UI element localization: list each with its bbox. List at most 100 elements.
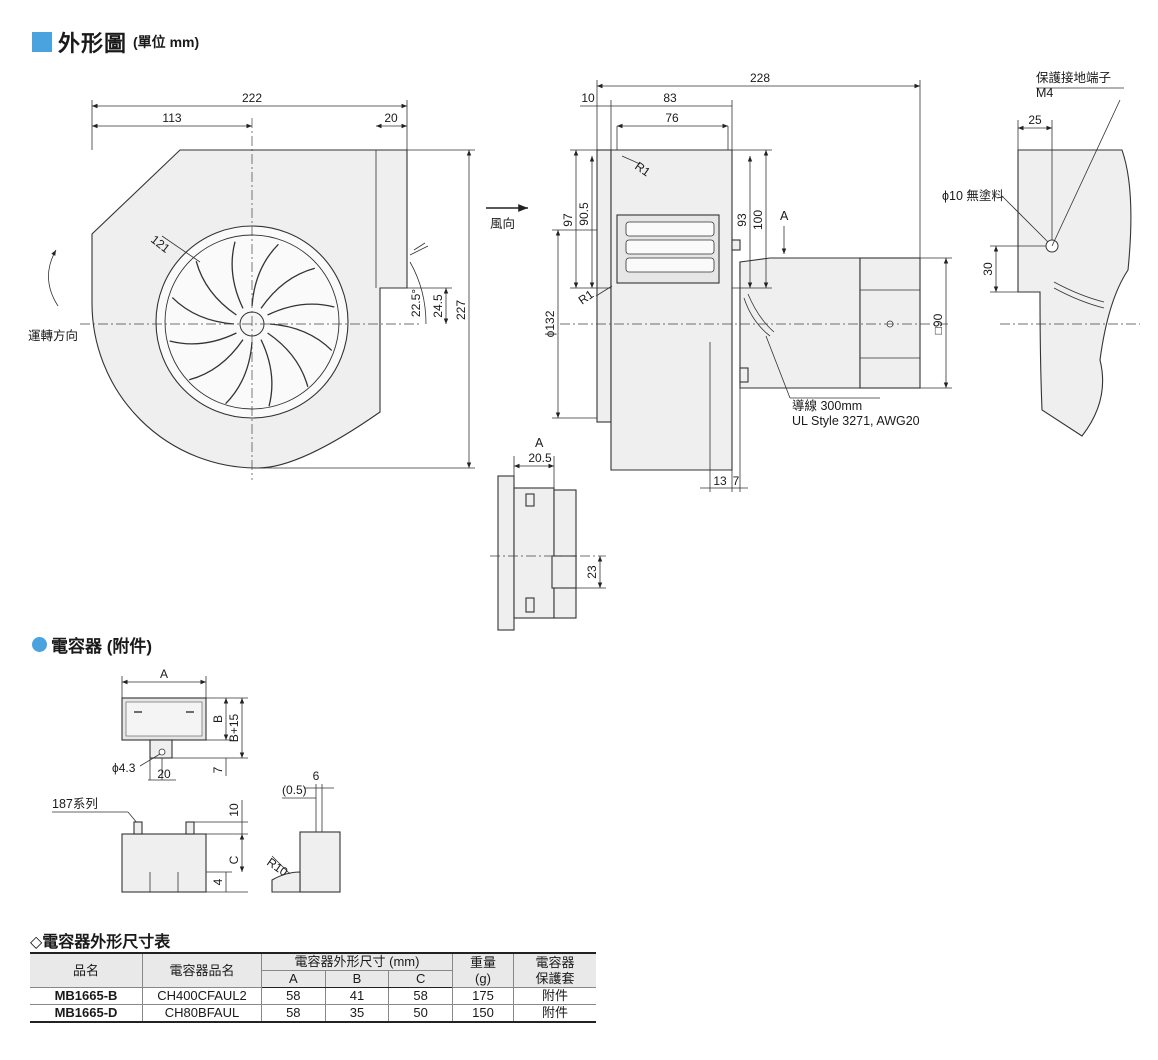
dim-100: 100 xyxy=(751,210,765,230)
terminal-187 xyxy=(133,821,143,835)
impeller-blade xyxy=(231,241,244,309)
th-dims: 電容器外形尺寸 (mm) xyxy=(261,952,453,971)
table-title: ◇電容器外形尺寸表 xyxy=(30,934,171,951)
lead-wire xyxy=(747,293,775,333)
dim-10: 10 xyxy=(581,91,595,105)
r1-leader xyxy=(621,155,641,165)
dim-0-5: (0.5) xyxy=(282,783,307,797)
radius-leader xyxy=(161,235,201,263)
cell-a: 58 xyxy=(261,987,326,1005)
dim-83: 83 xyxy=(663,91,677,105)
dim-4: 4 xyxy=(211,878,225,885)
dim-20-5: 20.5 xyxy=(528,451,552,465)
view-a-flange xyxy=(497,475,515,631)
capacitor-spec-table: 品名 電容器品名 電容器外形尺寸 (mm) 重量 (g) 電容器 保護套 A B… xyxy=(30,952,596,1023)
phi-leader xyxy=(139,753,161,767)
table-row: MB1665-B CH400CFAUL2 58 41 58 175 附件 xyxy=(30,987,596,1005)
dim-222: 222 xyxy=(242,91,262,105)
dim-phi4-3: ϕ4.3 xyxy=(112,761,136,775)
terminal-label: 保護接地端子 xyxy=(1036,70,1111,85)
dim-10: 10 xyxy=(227,803,241,817)
th-b: B xyxy=(324,970,390,988)
cell-cap-model: CH80BFAUL xyxy=(142,1004,262,1023)
th-cover-line2: 保護套 xyxy=(535,970,575,986)
dim-20: 20 xyxy=(384,111,398,125)
dim-30: 30 xyxy=(981,262,995,276)
capacitor-body-side xyxy=(299,831,341,893)
cell-cap-model: CH400CFAUL2 xyxy=(142,987,262,1005)
terminal-187 xyxy=(185,821,195,835)
th-a: A xyxy=(261,970,326,988)
view-a-boss xyxy=(525,597,535,613)
terminal-leader xyxy=(1051,99,1121,247)
front-view: 121 222 113 20 227 24.5 22.5° 運轉方向 xyxy=(28,91,475,480)
page-title: 外形圖 (單位 mm) xyxy=(32,26,199,58)
ground-wire xyxy=(1053,281,1105,303)
impeller-blade xyxy=(195,261,237,316)
dim-c: C xyxy=(227,855,241,864)
lead-leader xyxy=(765,335,791,399)
rotation-arrow-icon xyxy=(48,249,59,307)
dim-b15: B+15 xyxy=(227,713,241,742)
cell-c: 50 xyxy=(388,1004,453,1023)
cell-model: MB1665-D xyxy=(30,1004,143,1023)
dim-22-5: 22.5° xyxy=(409,289,423,317)
impeller-blade xyxy=(171,297,235,325)
terminal-size: M4 xyxy=(1036,86,1053,100)
title-unit: (單位 mm) xyxy=(133,34,200,50)
r10-leader xyxy=(271,855,291,875)
capacitor-side-base xyxy=(271,871,301,893)
dim-7: 7 xyxy=(211,766,225,773)
cell-b: 35 xyxy=(324,1004,390,1023)
cell-a: 58 xyxy=(261,1004,326,1023)
outlet-slots xyxy=(625,221,715,273)
dim-sq90: □90 xyxy=(931,313,945,334)
side-boss xyxy=(731,239,741,251)
view-a-terminal-box xyxy=(551,555,577,589)
impeller-blade xyxy=(169,332,237,345)
dim-a: A xyxy=(160,667,168,681)
impeller-blade xyxy=(269,323,333,351)
series-label: 187系列 xyxy=(52,797,98,811)
cell-weight: 175 xyxy=(452,987,514,1005)
cell-cover: 附件 xyxy=(513,1004,596,1023)
hole-label: ϕ10 無塗料 xyxy=(942,188,1004,203)
side-housing xyxy=(610,149,733,471)
th-cap-model: 電容器品名 xyxy=(142,952,262,988)
dim-23: 23 xyxy=(585,565,599,579)
title-square-icon xyxy=(32,32,52,52)
view-a-housing xyxy=(513,487,555,619)
view-a-boss xyxy=(525,493,535,507)
dim-b: B xyxy=(211,715,225,723)
cell-b: 41 xyxy=(324,987,390,1005)
dim-phi132: ϕ132 xyxy=(543,310,557,337)
ground-wire xyxy=(1053,287,1105,309)
dim-97: 97 xyxy=(561,213,575,227)
impeller-blades xyxy=(169,241,335,407)
capacitor-section-title: 電容器 (附件) xyxy=(32,632,152,657)
dim-227: 227 xyxy=(454,300,468,320)
capacitor-face xyxy=(125,701,203,737)
lead-wire xyxy=(743,297,771,337)
angle-leader xyxy=(413,242,426,251)
wind-label: 風向 xyxy=(490,216,515,231)
hole-leader xyxy=(1001,195,1049,243)
title-main: 外形圖 xyxy=(58,31,128,56)
capacitor-title-text: 電容器 (附件) xyxy=(51,637,153,656)
table-row: MB1665-D CH80BFAUL 58 35 50 150 附件 xyxy=(30,1004,596,1023)
angle-leader xyxy=(409,245,429,256)
impeller-blade xyxy=(260,339,273,407)
lead-wire-label: 導線 300mm xyxy=(792,398,862,413)
dim-r1-bottom: R1 xyxy=(576,287,597,307)
view-a-motor xyxy=(553,489,577,619)
motor-body xyxy=(739,257,861,389)
view-a-label: A xyxy=(535,436,544,450)
impeller-blade xyxy=(260,267,315,309)
side-view: 228 10 83 76 97 90.5 93 100 A ϕ132 R1 R1 xyxy=(543,71,952,492)
cell-c: 58 xyxy=(388,987,453,1005)
dim-93: 93 xyxy=(735,213,749,227)
cell-weight: 150 xyxy=(452,1004,514,1023)
th-model: 品名 xyxy=(30,952,143,988)
impeller-blade xyxy=(267,303,335,316)
